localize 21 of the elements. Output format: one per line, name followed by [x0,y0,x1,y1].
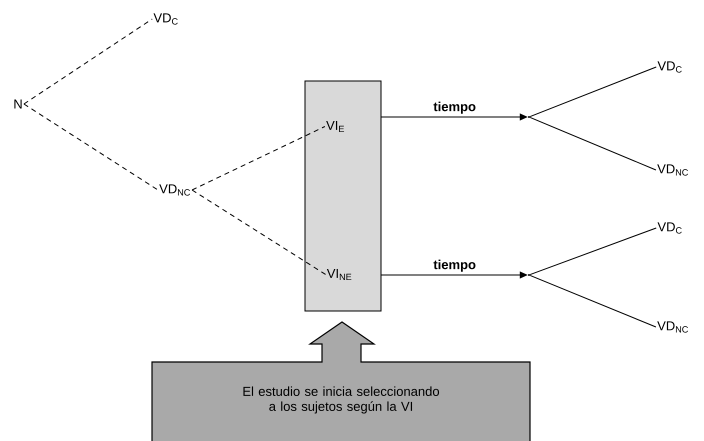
connector [192,126,326,190]
variable-label: VD$_{NC}$ [657,164,688,176]
connector [530,66,657,118]
variable-label: VD$_{C}$ [154,13,178,25]
variable-label: VI$_{NE}$ [326,268,352,280]
variable-label: VD$_{C}$ [658,61,682,73]
connector [530,228,657,276]
variable-label: VD$_{NC}$ [657,321,688,333]
group-box [304,80,382,312]
connector [530,116,656,170]
variable-label: N [14,100,22,108]
connector [530,274,656,328]
connector [23,104,158,190]
callout-box: El estudio se inicia seleccionando a los sujetos según la VI [151,321,531,441]
variable-label: VD$_{NC}$ [159,184,190,196]
connector [192,190,326,275]
variable-label: VD$_{C}$ [658,222,682,234]
edge-label: tiempo [432,100,477,115]
connector [23,18,153,104]
variable-label: VI$_{E}$ [326,120,344,132]
edge-label: tiempo [432,258,477,273]
